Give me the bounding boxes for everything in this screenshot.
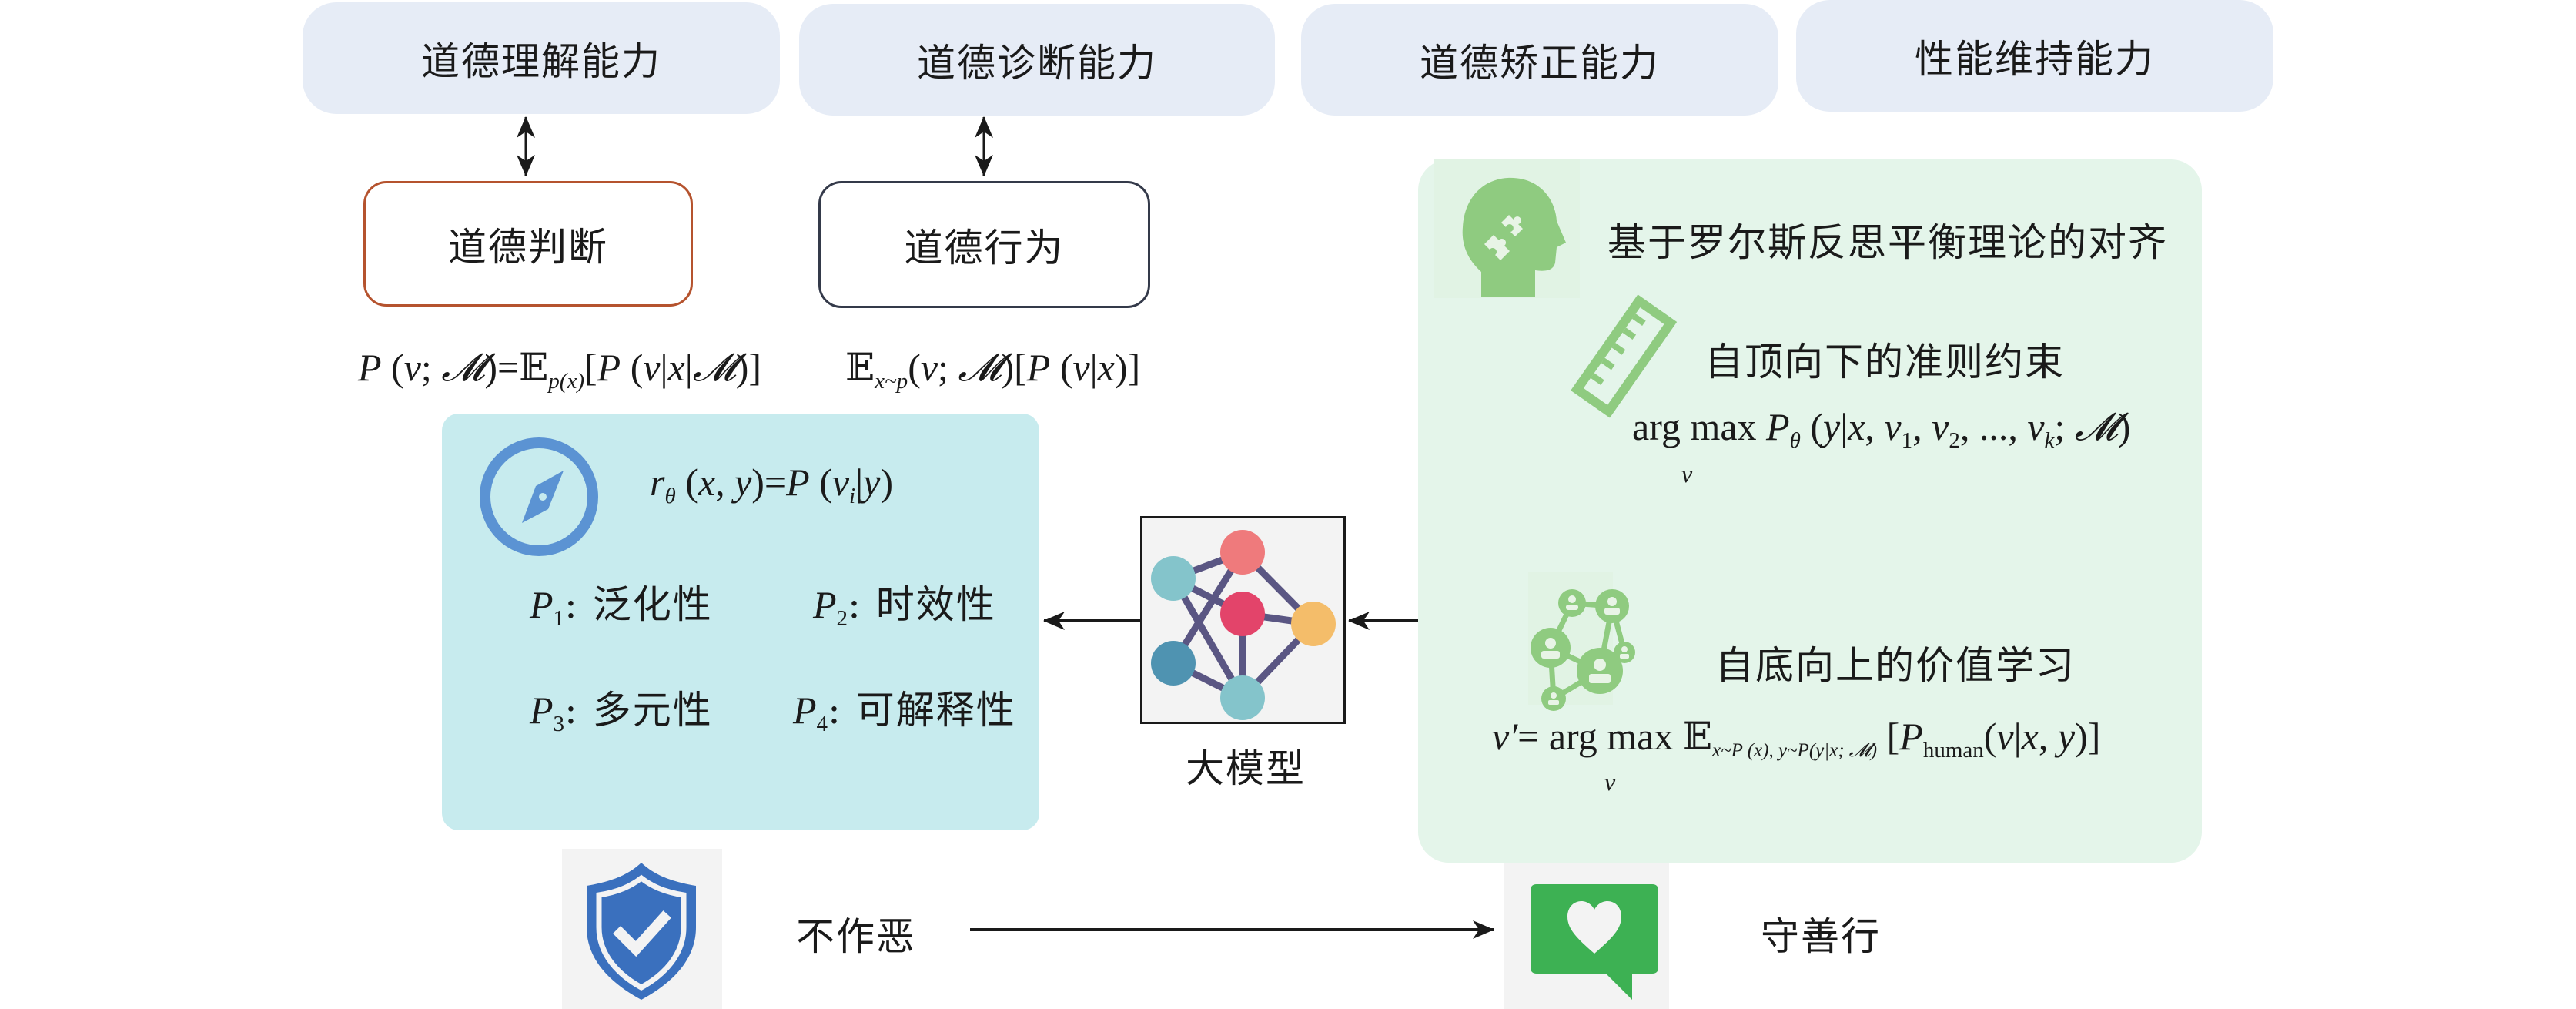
network-node — [1220, 592, 1265, 636]
moral-judgment-box: 道德判断 — [363, 181, 693, 307]
alignment-title: 基于罗尔斯反思平衡理论的对齐 — [1607, 220, 2168, 265]
capability-understanding: 道德理解能力 — [303, 2, 780, 114]
moral-behavior-label: 道德行为 — [904, 225, 1065, 270]
capability-performance: 性能维持能力 — [1796, 0, 2273, 112]
shield-check-icon — [587, 863, 696, 1000]
bottom-up-label: 自底向上的价值学习 — [1715, 643, 2076, 688]
network-node — [1151, 641, 1196, 686]
argmax-subscript: v — [1604, 768, 1616, 796]
moral-behavior-box: 道德行为 — [818, 181, 1150, 308]
property-item: P3: 多元性 — [530, 688, 713, 737]
heart-message-icon — [1531, 884, 1658, 1000]
reward-formula: rθ (x, y)=P (vi|y) — [650, 461, 893, 509]
network-node — [1151, 556, 1196, 601]
capability-label: 道德诊断能力 — [917, 40, 1157, 85]
large-model-label: 大模型 — [1186, 746, 1306, 791]
capability-label: 道德矫正能力 — [1420, 40, 1660, 85]
capability-label: 性能维持能力 — [1915, 36, 2155, 82]
do-good-label: 守善行 — [1761, 914, 1881, 959]
compass-icon — [480, 437, 598, 556]
head-puzzle-icon — [1462, 177, 1566, 297]
bottom-up-formula: v′= arg max 𝔼x~P (x), y~P(y|x; 𝓜) [Phuma… — [1492, 715, 2101, 763]
behavior-formula: 𝔼x~p(v; 𝓜)[P (v|x)] — [845, 346, 1141, 394]
people-network-icon — [1531, 589, 1635, 711]
capability-label: 道德理解能力 — [421, 39, 661, 84]
ruler-icon — [1571, 294, 1678, 418]
top-down-label: 自顶向下的准则约束 — [1705, 340, 2065, 384]
network-node — [1291, 602, 1336, 646]
network-node — [1220, 530, 1265, 575]
capability-diagnosis: 道德诊断能力 — [799, 4, 1275, 116]
do-no-evil-label: 不作恶 — [796, 914, 916, 959]
properties-panel: rθ (x, y)=P (vi|y) P1: 泛化性 P2: 时效性 P3: 多… — [442, 414, 1039, 830]
capability-correction: 道德矫正能力 — [1301, 4, 1778, 116]
network-node — [1220, 675, 1265, 720]
large-model-box — [1140, 516, 1346, 724]
property-item: P4: 可解释性 — [793, 688, 1016, 737]
judgment-formula: P (v; 𝓜)=𝔼p(x)[P (v|x|𝓜)] — [358, 346, 762, 394]
neural-network-icon — [1151, 530, 1336, 720]
property-item: P2: 时效性 — [813, 582, 996, 632]
argmax-subscript: v — [1681, 460, 1693, 488]
alignment-panel: 基于罗尔斯反思平衡理论的对齐 自顶向下的准则约束 arg max Pθ (y|x… — [1418, 159, 2202, 863]
moral-judgment-label: 道德判断 — [448, 224, 608, 270]
property-item: P1: 泛化性 — [530, 582, 713, 632]
top-down-formula: arg max Pθ (y|x, v1, v2, ..., vk; 𝓜) — [1632, 405, 2131, 454]
